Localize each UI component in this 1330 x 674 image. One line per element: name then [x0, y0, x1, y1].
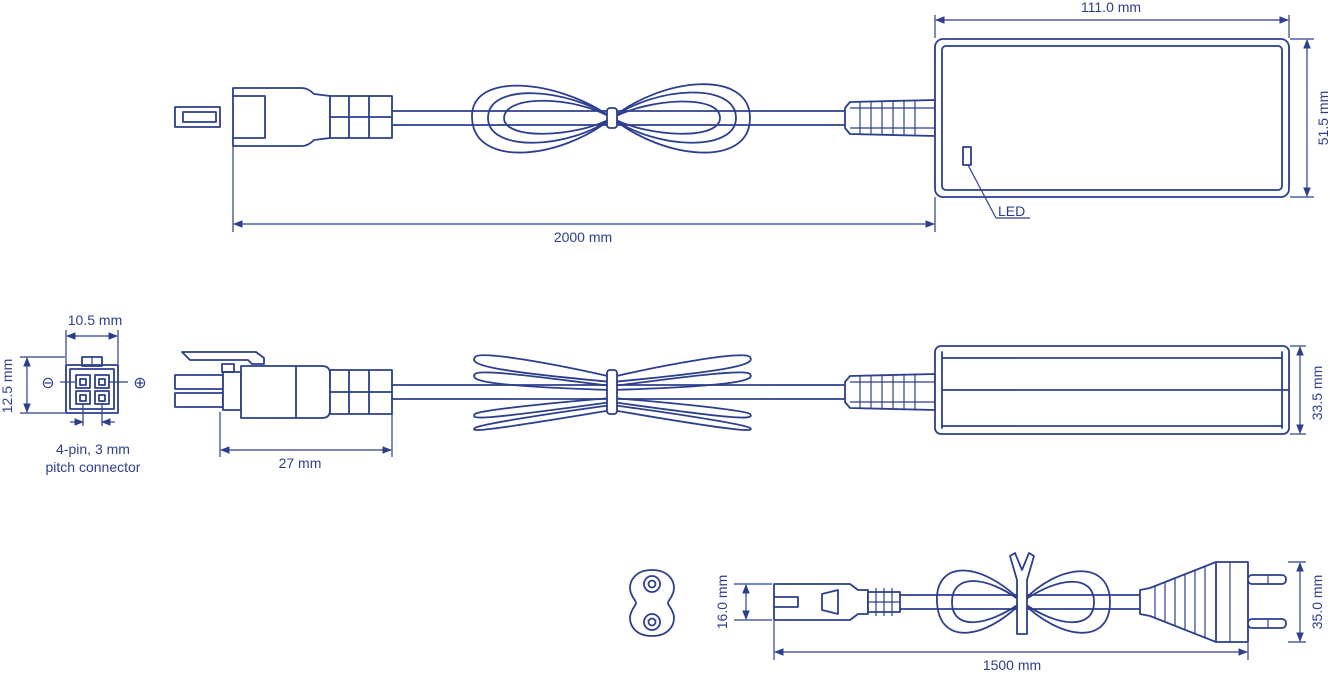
euro-plug-side	[1139, 561, 1287, 643]
connector-height-label: 12.5 mm	[0, 359, 15, 413]
mains-cable-view: 16.0 mm 35.0 mm 1500 mm	[629, 552, 1325, 673]
connector-front-view: ⊖ ⊕ 10.5 mm 12.5 mm 4-pin, 3 mm pitch co…	[0, 312, 147, 475]
dim-cable-length: 2000 mm	[232, 146, 936, 245]
side-view: 27 mm 33.5 mm	[174, 345, 1325, 471]
dim-mains-length-label: 1500 mm	[983, 657, 1041, 673]
strain-relief-top	[844, 99, 936, 137]
dim-height-top: 51.5 mm	[1290, 38, 1330, 198]
led-callout: LED	[967, 164, 1030, 219]
dim-plug-height-label: 35.0 mm	[1309, 575, 1325, 629]
dim-cable-length-label: 2000 mm	[554, 229, 612, 245]
adapter-body-side	[934, 345, 1290, 435]
plus-symbol: ⊕	[133, 375, 146, 392]
led-label: LED	[998, 203, 1025, 219]
dim-plug-height: 35.0 mm	[1288, 561, 1325, 643]
dc-cable-top	[391, 83, 846, 154]
dim-depth-side-label: 33.5 mm	[1309, 366, 1325, 420]
dim-mains-length: 1500 mm	[773, 621, 1249, 673]
connector-desc-line1: 4-pin, 3 mm	[56, 441, 130, 457]
dim-width-top: 111.0 mm	[934, 0, 1290, 38]
strain-relief-side	[844, 373, 936, 411]
dim-plug-length-label: 27 mm	[279, 455, 322, 471]
dim-depth-side: 33.5 mm	[1290, 345, 1325, 435]
dc-connector-top	[174, 87, 393, 147]
iec-socket-face	[629, 569, 675, 637]
dim-iec-height: 16.0 mm	[714, 575, 772, 629]
dim-width-top-label: 111.0 mm	[1081, 0, 1141, 15]
mains-cable	[899, 552, 1141, 635]
minus-symbol: ⊖	[41, 375, 54, 392]
adapter-body-top	[934, 38, 1290, 198]
iec-connector-side	[773, 583, 901, 621]
dim-plug-length: 27 mm	[219, 412, 393, 471]
dc-connector-side	[174, 351, 393, 419]
dim-height-top-label: 51.5 mm	[1315, 91, 1330, 145]
dim-iec-height-label: 16.0 mm	[714, 575, 730, 629]
dc-cable-side	[391, 354, 846, 431]
connector-width-label: 10.5 mm	[68, 312, 122, 328]
top-view: LED 111.0 mm 51.5 mm 2000 mm	[174, 0, 1330, 245]
connector-desc-line2: pitch connector	[46, 459, 141, 475]
